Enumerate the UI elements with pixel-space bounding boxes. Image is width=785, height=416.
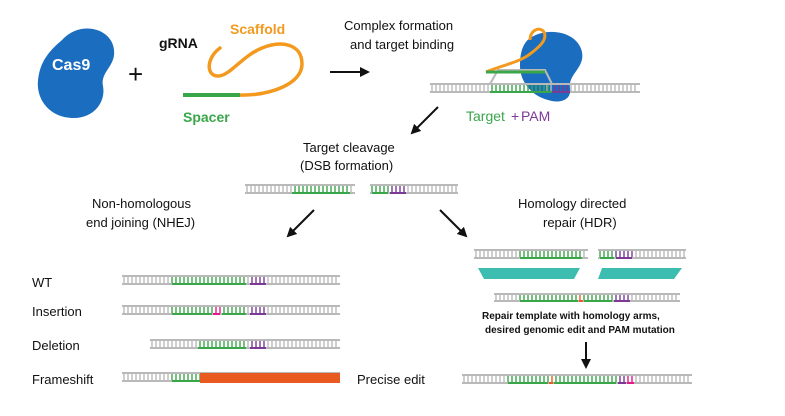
homology-arm-right — [598, 268, 682, 279]
grna-label: gRNA — [159, 35, 198, 51]
cas9-label: Cas9 — [52, 57, 90, 74]
template-label-line2: desired genomic edit and PAM mutation — [485, 325, 675, 336]
insertion-label: Insertion — [32, 304, 82, 319]
template-label-line1: Repair template with homology arms, — [482, 311, 660, 322]
bound-target-dna — [430, 69, 640, 93]
hdr-label-line1: Homology directed — [518, 196, 626, 211]
frameshift-region — [200, 373, 340, 383]
hdr-cut-left — [474, 249, 588, 259]
insertion-dna — [122, 305, 340, 315]
cleavage-label-line2: (DSB formation) — [300, 158, 393, 173]
plus-sign: + — [128, 59, 143, 89]
hdr-cut-right — [598, 249, 686, 259]
bound-grna-scaffold — [485, 27, 547, 74]
cas9-protein — [37, 28, 115, 118]
pam-label: PAM — [521, 108, 550, 124]
hdr-dna — [462, 249, 692, 384]
arrow-to-cleavage — [410, 106, 439, 135]
scaffold-label: Scaffold — [230, 21, 285, 37]
bound-dna-right — [545, 83, 640, 93]
target-label: Target — [466, 108, 505, 124]
frameshift-label: Frameshift — [32, 372, 94, 387]
cut-dna-left — [245, 184, 355, 194]
complex-label-line1: Complex formation — [344, 18, 453, 33]
wt-label: WT — [32, 275, 52, 290]
deletion-dna — [150, 339, 340, 349]
cut-dna-right — [370, 184, 458, 194]
nhej-label-line2: end joining (NHEJ) — [86, 215, 195, 230]
grna-scaffold — [207, 42, 304, 97]
cleavage-label-line1: Target cleavage — [303, 140, 395, 155]
cleaved-dna — [245, 184, 458, 194]
complex-label-line2: and target binding — [350, 37, 454, 52]
precise-edit-dna — [462, 374, 692, 384]
precise-edit-label: Precise edit — [357, 372, 425, 387]
hdr-label-line2: repair (HDR) — [543, 215, 617, 230]
arrow-to-hdr — [439, 209, 468, 238]
bound-target-region — [490, 83, 552, 93]
wt-dna — [122, 275, 340, 285]
nhej-label-line1: Non-homologous — [92, 196, 192, 211]
arrow-to-nhej — [286, 209, 315, 238]
deletion-label: Deletion — [32, 338, 80, 353]
spacer-label: Spacer — [183, 109, 230, 125]
nhej-outcomes — [122, 275, 340, 383]
unwound-strand — [489, 69, 553, 85]
homology-arm-left — [478, 268, 580, 279]
target-plus: + — [511, 108, 519, 124]
bound-dna-left — [430, 83, 490, 93]
repair-template — [494, 293, 680, 302]
